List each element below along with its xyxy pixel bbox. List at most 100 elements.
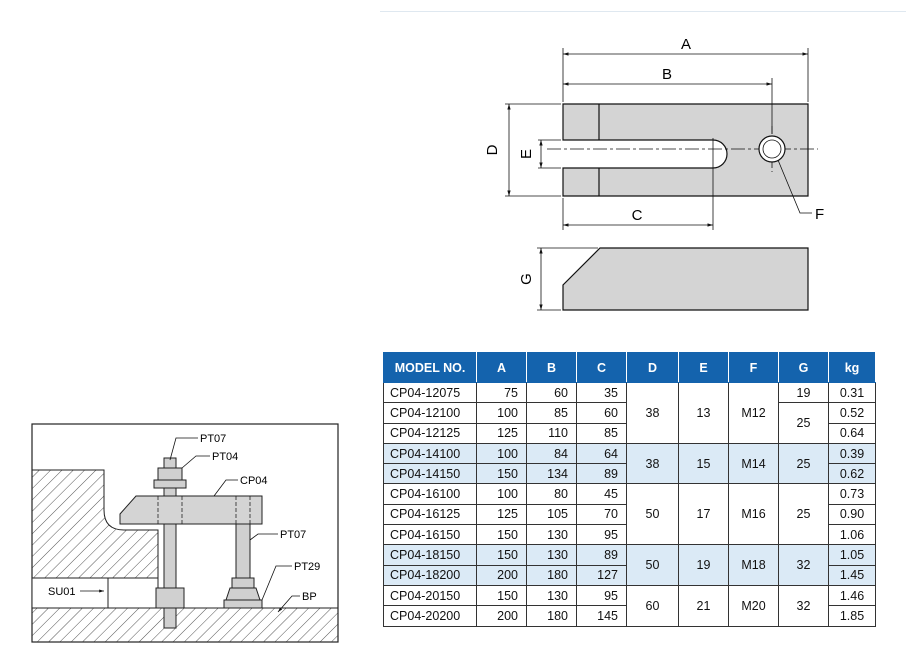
cell-c: 127 [576, 564, 627, 586]
cell-kg: 1.05 [828, 544, 876, 566]
cell-model: CP04-12075 [383, 381, 477, 404]
cell-a: 200 [476, 564, 527, 586]
cell-c: 95 [576, 584, 627, 607]
header-kg: kg [828, 352, 876, 383]
cell-kg: 1.45 [828, 564, 876, 586]
header-d: D [626, 352, 679, 383]
cell-model: CP04-14150 [383, 463, 477, 485]
cell-f: M16 [728, 483, 779, 546]
cell-d: 50 [626, 483, 679, 546]
table-row: CP04-16100 100 80 45 50 17 M16 25 0.73 [383, 483, 876, 546]
cell-c: 145 [576, 605, 627, 627]
table-row: CP04-14100 100 84 64 38 15 M14 25 0.39 [383, 442, 876, 485]
cell-b: 130 [526, 544, 577, 566]
cell-g: 25 [778, 402, 829, 444]
cell-b: 85 [526, 402, 577, 424]
cell-b: 130 [526, 584, 577, 607]
dim-d-label: D [484, 144, 501, 155]
cell-kg: 0.64 [828, 422, 876, 444]
cell-e: 15 [678, 442, 729, 485]
table-row: CP04-14150 150 134 89 0.62 [383, 463, 876, 485]
cell-a: 200 [476, 605, 527, 627]
cell-b: 110 [526, 422, 577, 444]
cell-f: M20 [728, 584, 779, 627]
cell-kg: 0.62 [828, 463, 876, 485]
cell-kg: 1.85 [828, 605, 876, 627]
cell-b: 105 [526, 503, 577, 526]
cell-a: 75 [476, 381, 527, 404]
table-row: CP04-12075 75 60 35 38 13 M12 19 0.31 [383, 381, 876, 444]
cell-model: CP04-12100 [383, 402, 477, 424]
cell-kg: 1.06 [828, 524, 876, 546]
cell-a: 150 [476, 584, 527, 607]
cell-g: 25 [778, 442, 829, 485]
spec-table: MODEL NO. A B C D E F G kg CP04-12075 75… [383, 352, 876, 627]
label-pt07-side: PT07 [280, 529, 306, 541]
cell-b: 130 [526, 524, 577, 546]
base-plate [31, 607, 339, 643]
cell-e: 21 [678, 584, 729, 627]
cell-kg: 1.46 [828, 584, 876, 607]
cell-kg: 0.90 [828, 503, 876, 526]
header-b: B [526, 352, 577, 383]
cell-model: CP04-16125 [383, 503, 477, 526]
dim-a-label: A [681, 36, 691, 53]
header-c: C [576, 352, 627, 383]
dimension-drawing: A B C D E F G [484, 36, 824, 311]
dim-c-label: C [632, 207, 643, 224]
support-block [31, 577, 159, 609]
header-e: E [678, 352, 729, 383]
header-g: G [778, 352, 829, 383]
cell-model: CP04-18200 [383, 564, 477, 586]
cell-a: 125 [476, 503, 527, 526]
cell-a: 125 [476, 422, 527, 444]
cell-kg: 0.52 [828, 402, 876, 424]
cell-f: M18 [728, 544, 779, 586]
cell-a: 150 [476, 524, 527, 546]
cell-c: 60 [576, 402, 627, 424]
table-row: CP04-12125 125 110 85 0.64 [383, 422, 876, 444]
cell-a: 150 [476, 544, 527, 566]
support-jack [235, 523, 251, 583]
cell-d: 60 [626, 584, 679, 627]
label-pt04: PT04 [212, 451, 238, 463]
cell-g: 25 [778, 483, 829, 546]
label-pt07-top: PT07 [200, 433, 226, 445]
dim-e-label: E [518, 149, 535, 159]
cell-e: 17 [678, 483, 729, 546]
table-row: CP04-18150 150 130 89 50 19 M18 32 1.05 [383, 544, 876, 586]
dim-g-label: G [518, 273, 535, 285]
cell-c: 64 [576, 442, 627, 465]
cell-b: 84 [526, 442, 577, 465]
cell-a: 150 [476, 463, 527, 485]
cell-c: 89 [576, 544, 627, 566]
cell-f: M14 [728, 442, 779, 485]
cell-c: 95 [576, 524, 627, 546]
cell-e: 13 [678, 382, 729, 444]
cell-g: 19 [778, 381, 829, 404]
cell-model: CP04-16100 [383, 483, 477, 505]
clamp-body [119, 495, 263, 525]
clamp-side-view [562, 247, 809, 311]
dim-f-label: F [815, 206, 824, 223]
cell-c: 45 [576, 483, 627, 505]
cell-b: 134 [526, 463, 577, 485]
cell-model: CP04-20200 [383, 605, 477, 627]
cell-kg: 0.39 [828, 442, 876, 465]
cell-a: 100 [476, 402, 527, 424]
cell-d: 50 [626, 544, 679, 586]
table-row: CP04-20150 150 130 95 60 21 M20 32 1.46 [383, 584, 876, 627]
cell-d: 38 [626, 382, 679, 444]
table-row: CP04-20200 200 180 145 1.85 [383, 605, 876, 627]
cell-f: M12 [728, 382, 779, 444]
cell-model: CP04-18150 [383, 544, 477, 566]
cell-b: 180 [526, 605, 577, 627]
cell-b: 80 [526, 483, 577, 505]
table-header-row: MODEL NO. A B C D E F G kg [383, 352, 876, 383]
cell-kg: 0.73 [828, 483, 876, 505]
assembly-illustration: PT07 PT04 CP04 PT07 PT29 SU01 BP [31, 423, 339, 643]
label-cp04: CP04 [240, 475, 268, 487]
cell-a: 100 [476, 442, 527, 465]
header-a: A [476, 352, 527, 383]
cell-c: 85 [576, 422, 627, 444]
